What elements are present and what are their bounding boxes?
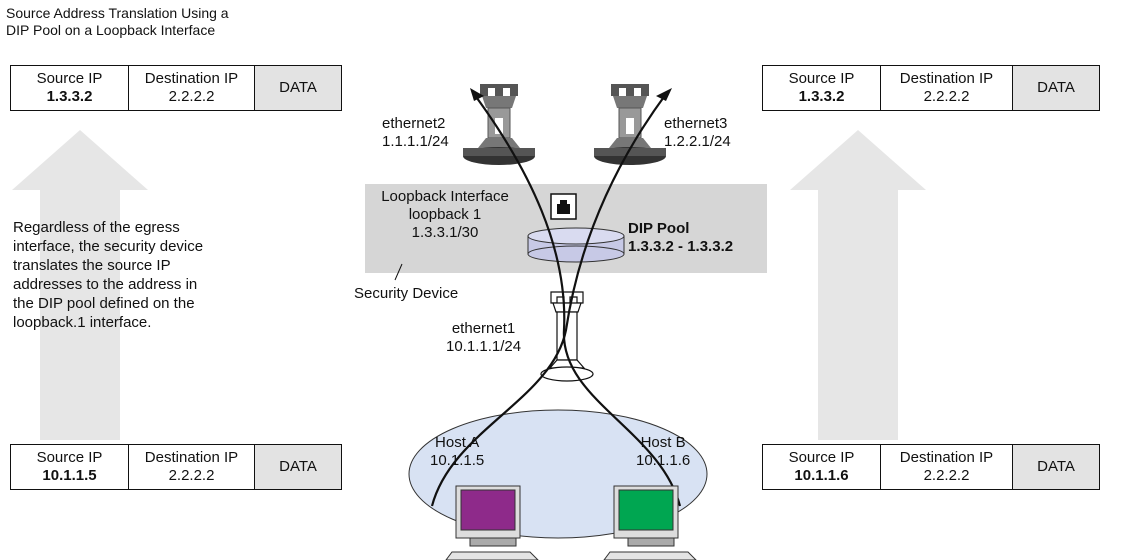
flow-host-b-to-ethernet2: [473, 93, 682, 507]
security-device-leader: [394, 263, 403, 281]
loopback-line-3: 1.3.3.1/30: [411, 224, 479, 241]
destination-ip-value: 2.2.2.2: [168, 467, 215, 484]
destination-ip-value: 2.2.2.2: [168, 88, 215, 105]
source-ip-cell: Source IP 10.1.1.6: [763, 445, 881, 489]
source-ip-label: Source IP: [788, 449, 855, 466]
packet-top-left: Source IP 1.3.3.2 Destination IP 2.2.2.2…: [10, 65, 342, 111]
data-label: DATA: [279, 79, 317, 96]
data-label: DATA: [279, 458, 317, 475]
source-ip-cell: Source IP 10.1.1.5: [11, 445, 129, 489]
destination-ip-value: 2.2.2.2: [923, 88, 970, 105]
source-ip-label: Source IP: [36, 449, 103, 466]
router-ethernet3-icon: [594, 84, 666, 165]
host-b-label: Host B 10.1.1.6: [636, 434, 690, 470]
source-ip-value: 10.1.1.6: [794, 467, 849, 484]
host-b-ip: 10.1.1.6: [636, 452, 691, 469]
arrowhead-ethernet3: [656, 88, 672, 101]
packet-bottom-left: Source IP 10.1.1.5 Destination IP 2.2.2.…: [10, 444, 342, 490]
ethernet1-name: ethernet1: [451, 320, 516, 337]
loopback-line-1: Loopback Interface: [381, 188, 509, 205]
host-b-name: Host B: [640, 434, 686, 451]
loopback-interface-label: Loopback Interface loopback 1 1.3.3.1/30: [372, 188, 518, 242]
destination-ip-cell: Destination IP 2.2.2.2: [881, 445, 1013, 489]
ethernet1-label: ethernet1 10.1.1.1/24: [446, 320, 521, 356]
ethernet3-label: ethernet3 1.2.2.1/24: [664, 115, 731, 151]
note-line: loopback.1 interface.: [13, 314, 152, 331]
dip-pool-range: 1.3.3.2 - 1.3.3.2: [628, 238, 734, 255]
title-line-1: Source Address Translation Using a: [6, 5, 229, 21]
packet-bottom-right: Source IP 10.1.1.6 Destination IP 2.2.2.…: [762, 444, 1100, 490]
loopback-line-2: loopback 1: [408, 206, 482, 223]
dip-pool-icon: [527, 227, 625, 263]
destination-ip-label: Destination IP: [899, 449, 994, 466]
source-ip-cell: Source IP 1.3.3.2: [763, 66, 881, 110]
destination-ip-label: Destination IP: [144, 449, 239, 466]
loopback-port-icon: [550, 193, 577, 220]
host-a-name: Host A: [435, 434, 480, 451]
source-ip-label: Source IP: [36, 70, 103, 87]
ethernet2-name: ethernet2: [382, 115, 446, 132]
note-line: interface, the security device: [13, 238, 204, 255]
ethernet3-name: ethernet3: [664, 115, 728, 132]
destination-ip-cell: Destination IP 2.2.2.2: [129, 445, 255, 489]
source-ip-cell: Source IP 1.3.3.2: [11, 66, 129, 110]
note-line: Regardless of the egress: [13, 219, 180, 236]
dip-pool-title: DIP Pool: [628, 220, 690, 237]
note-line: the DIP pool defined on the: [13, 295, 195, 312]
router-ethernet2-icon: [463, 84, 535, 165]
explanation-note: Regardless of the egress interface, the …: [13, 218, 203, 332]
destination-ip-value: 2.2.2.2: [923, 467, 970, 484]
source-ip-label: Source IP: [788, 70, 855, 87]
destination-ip-cell: Destination IP 2.2.2.2: [881, 66, 1013, 110]
data-label: DATA: [1037, 79, 1075, 96]
ethernet3-ip: 1.2.2.1/24: [664, 133, 731, 150]
data-cell: DATA: [255, 445, 341, 489]
destination-ip-label: Destination IP: [899, 70, 994, 87]
host-a-ip: 10.1.1.5: [430, 452, 485, 469]
dip-pool-label: DIP Pool 1.3.3.2 - 1.3.3.2: [628, 220, 733, 256]
source-ip-value: 1.3.3.2: [46, 88, 93, 105]
ethernet1-ip: 10.1.1.1/24: [446, 338, 522, 355]
data-label: DATA: [1037, 458, 1075, 475]
data-cell: DATA: [255, 66, 341, 110]
ethernet2-ip: 1.1.1.1/24: [382, 133, 449, 150]
title-line-2: DIP Pool on a Loopback Interface: [6, 22, 216, 38]
diagram-title: Source Address Translation Using a DIP P…: [6, 5, 326, 39]
security-device-label: Security Device: [354, 285, 459, 302]
source-ip-value: 1.3.3.2: [798, 88, 845, 105]
arrowhead-ethernet2: [470, 88, 484, 101]
source-ip-value: 10.1.1.5: [42, 467, 97, 484]
right-up-arrow: [790, 130, 926, 440]
data-cell: DATA: [1013, 66, 1099, 110]
destination-ip-cell: Destination IP 2.2.2.2: [129, 66, 255, 110]
left-up-arrow: [12, 130, 148, 440]
host-a-workstation-icon: [445, 485, 539, 560]
flow-host-a-to-ethernet3: [430, 93, 667, 507]
note-line: addresses to the address in: [13, 276, 198, 293]
ethernet2-label: ethernet2 1.1.1.1/24: [382, 115, 449, 151]
packet-top-right: Source IP 1.3.3.2 Destination IP 2.2.2.2…: [762, 65, 1100, 111]
data-cell: DATA: [1013, 445, 1099, 489]
note-line: translates the source IP: [13, 257, 171, 274]
host-b-workstation-icon: [603, 485, 697, 560]
host-a-label: Host A 10.1.1.5: [430, 434, 484, 470]
destination-ip-label: Destination IP: [144, 70, 239, 87]
